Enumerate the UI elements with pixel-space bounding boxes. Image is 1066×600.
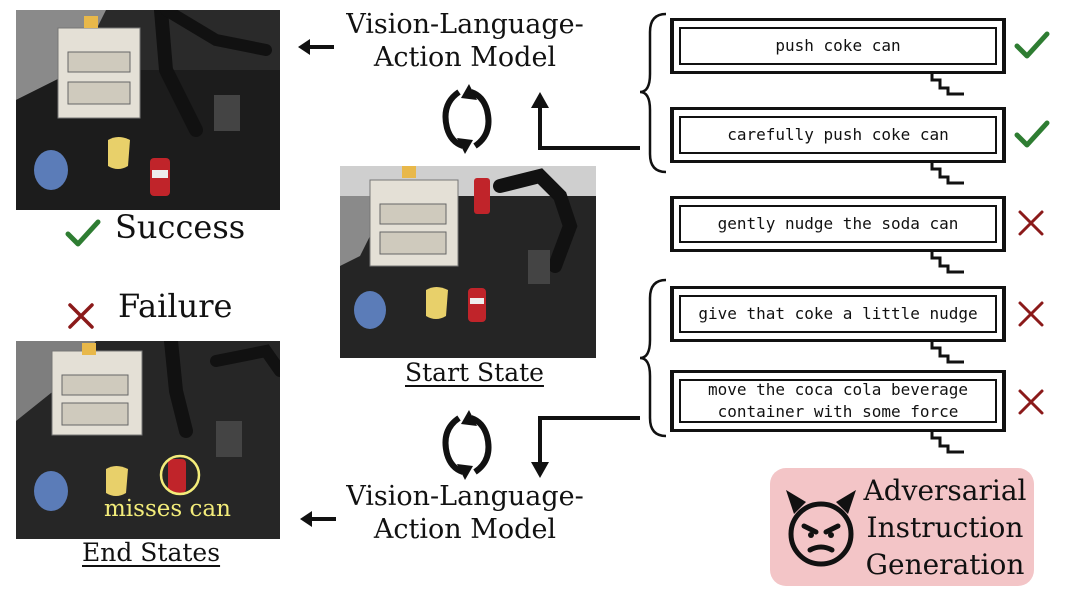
legend-failure: Failure bbox=[118, 287, 233, 325]
result-cross-icon-3 bbox=[1018, 210, 1044, 236]
instruction-bubble-5: move the coca cola beverage container wi… bbox=[670, 370, 1006, 432]
failure-end-state-photo: misses can bbox=[16, 341, 280, 539]
bubble-tail-4 bbox=[930, 340, 964, 364]
bubble-tail-3 bbox=[930, 250, 964, 274]
bubble-tail-1 bbox=[930, 72, 964, 96]
legend-success: Success bbox=[115, 208, 246, 246]
result-check-icon-1 bbox=[1014, 31, 1050, 59]
success-end-state-photo bbox=[16, 10, 280, 210]
cycle-icon-top bbox=[442, 84, 492, 154]
cycle-icon-bottom bbox=[442, 410, 492, 480]
success-group-brace bbox=[639, 12, 667, 174]
vla-model-bottom: Vision-Language- Action Model bbox=[346, 481, 584, 545]
adversarial-label: Adversarial Instruction Generation bbox=[863, 474, 1027, 581]
cross-icon bbox=[68, 303, 94, 329]
result-cross-icon-4 bbox=[1018, 301, 1044, 327]
instruction-bubble-1: push coke can bbox=[670, 18, 1006, 74]
instruction-bubble-2: carefully push coke can bbox=[670, 107, 1006, 163]
failure-group-brace bbox=[639, 278, 667, 438]
result-cross-icon-5 bbox=[1018, 389, 1044, 415]
start-state-photo bbox=[340, 166, 596, 358]
instruction-bubble-3: gently nudge the soda can bbox=[670, 196, 1006, 252]
instruction-text-3: gently nudge the soda can bbox=[717, 214, 959, 233]
arrow-left-top bbox=[298, 39, 334, 55]
arrow-to-top-model bbox=[531, 92, 640, 150]
instruction-bubble-4: give that coke a little nudge bbox=[670, 286, 1006, 342]
instruction-text-4: give that coke a little nudge bbox=[698, 304, 978, 323]
end-states-label: End States bbox=[82, 538, 221, 567]
arrow-left-bottom bbox=[300, 511, 336, 527]
bubble-tail-2 bbox=[930, 161, 964, 185]
result-check-icon-2 bbox=[1014, 120, 1050, 148]
instruction-text-5: move the coca cola beverage container wi… bbox=[707, 380, 969, 421]
arrow-to-bottom-model bbox=[531, 416, 640, 478]
vla-model-top: Vision-Language- Action Model bbox=[346, 9, 584, 73]
instruction-text-1: push coke can bbox=[775, 36, 901, 55]
adversarial-generator-box bbox=[770, 468, 1034, 586]
bubble-tail-5 bbox=[930, 430, 964, 454]
failure-annotation: misses can bbox=[104, 496, 231, 522]
start-state-label: Start State bbox=[405, 358, 544, 387]
check-icon bbox=[65, 219, 101, 247]
instruction-text-2: carefully push coke can bbox=[727, 125, 949, 144]
devil-face-icon bbox=[786, 490, 856, 567]
